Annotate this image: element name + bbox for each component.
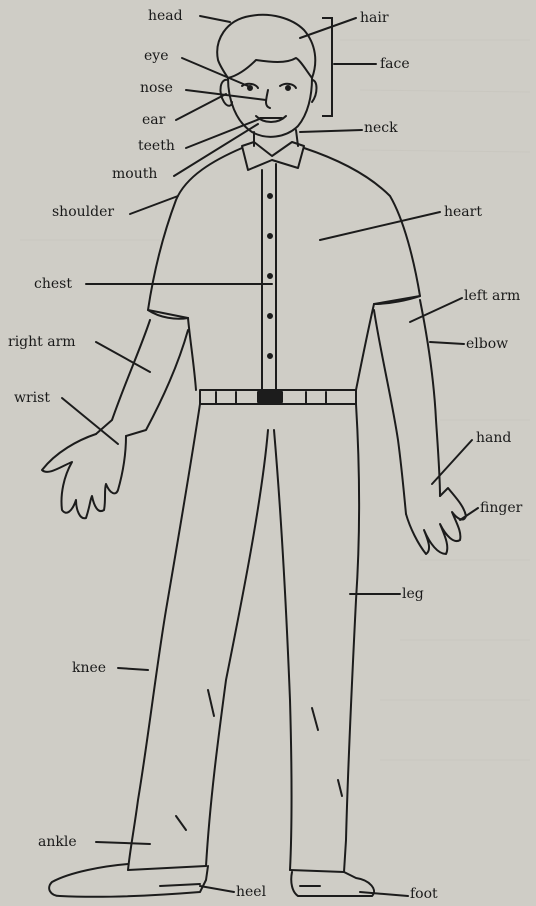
label-nose: nose [140, 80, 173, 96]
leader-left-arm [410, 298, 462, 322]
trousers-left-leg [128, 404, 200, 870]
label-leg: leg [402, 586, 424, 602]
label-heart: heart [444, 204, 482, 220]
leader-knee [118, 668, 148, 670]
shirt-right [304, 148, 420, 304]
leader-neck [300, 130, 362, 132]
label-hand: hand [476, 430, 511, 446]
leader-elbow [430, 342, 464, 344]
leader-hair [300, 18, 356, 38]
label-hair: hair [360, 10, 389, 26]
label-mouth: mouth [112, 166, 157, 182]
nose-shape [266, 90, 270, 108]
leader-heart [320, 212, 440, 240]
leader-head [200, 16, 230, 22]
label-shoulder: shoulder [52, 204, 114, 220]
label-right-arm: right arm [8, 334, 76, 350]
label-finger: finger [480, 500, 522, 516]
leader-ear [176, 94, 226, 120]
shirt-left [148, 148, 242, 318]
collar [242, 142, 304, 170]
leader-eye [182, 58, 248, 86]
label-foot: foot [410, 886, 438, 902]
leader-finger [460, 508, 478, 520]
label-ear: ear [142, 112, 165, 128]
label-knee: knee [72, 660, 106, 676]
right-hand [42, 434, 126, 518]
label-head: head [148, 8, 183, 24]
label-teeth: teeth [138, 138, 175, 154]
left-arm [374, 310, 406, 514]
label-chest: chest [34, 276, 72, 292]
label-elbow: elbow [466, 336, 508, 352]
label-left-arm: left arm [464, 288, 520, 304]
trousers-inseam [206, 430, 268, 866]
hair-shape [217, 15, 315, 78]
label-face: face [380, 56, 410, 72]
label-ankle: ankle [38, 834, 77, 850]
label-wrist: wrist [14, 390, 50, 406]
right-arm [96, 320, 150, 434]
leader-ankle [96, 842, 150, 844]
leader-right-arm [96, 342, 150, 372]
left-hand [406, 488, 466, 554]
label-eye: eye [144, 48, 168, 64]
leader-heel [200, 886, 234, 892]
leader-shoulder [130, 196, 178, 214]
face-bracket [322, 18, 332, 116]
label-neck: neck [364, 120, 398, 136]
label-heel: heel [236, 884, 266, 900]
leader-mouth [174, 124, 258, 176]
